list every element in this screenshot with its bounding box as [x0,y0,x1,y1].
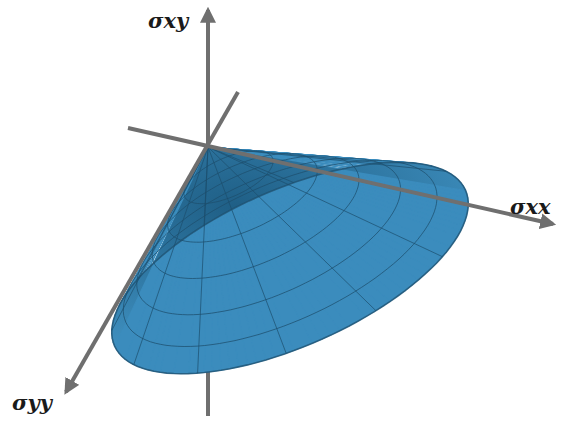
cone-inner [112,147,466,346]
cone-generator [208,147,446,171]
cone-generator [138,147,209,279]
axis-label: σxx [510,196,551,217]
axis-label: σyy [12,392,52,413]
cone-generator [208,147,376,311]
cone-generator [204,147,208,225]
cone-outer [112,147,468,374]
cone-generator [112,147,208,330]
sigma-yy-axis [66,92,238,392]
cone-generator [198,147,208,373]
axis-label: σxy [148,10,188,31]
cone-generator [208,147,286,353]
cone-generator [208,147,294,183]
cone-surface [112,147,468,374]
